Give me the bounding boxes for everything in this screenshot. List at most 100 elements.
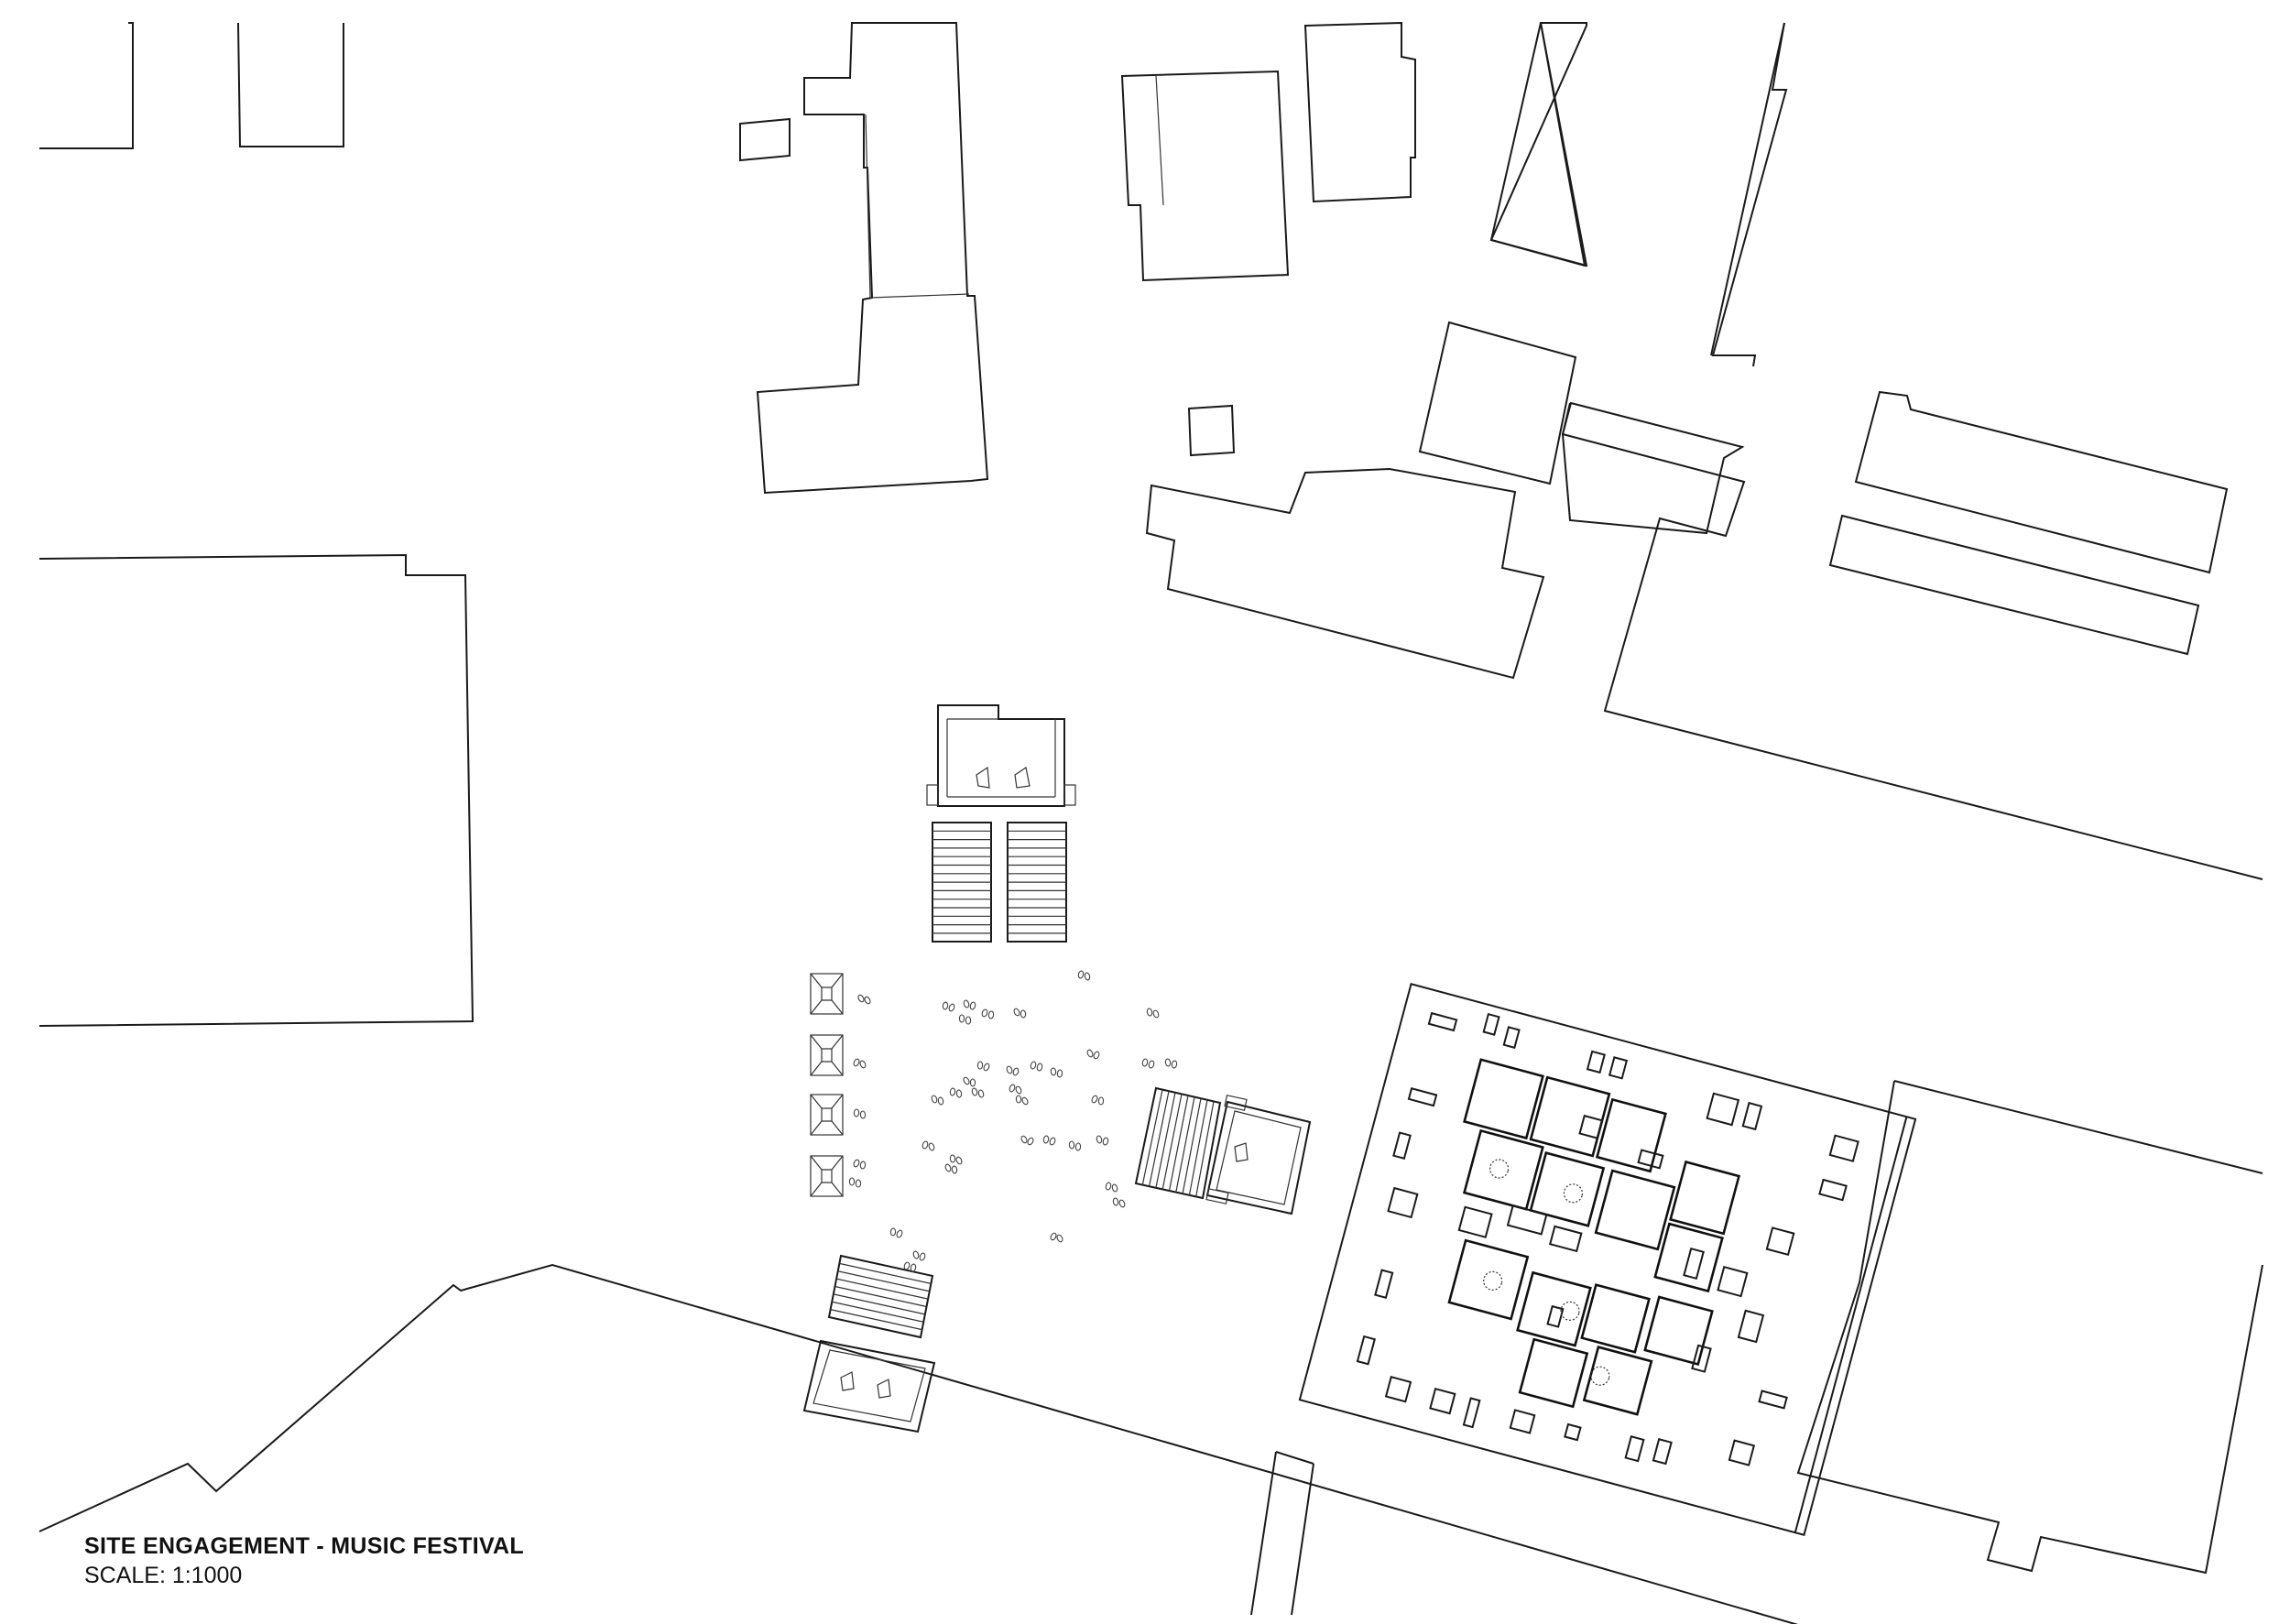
crowd-figure [853,1058,867,1069]
pavilion-kiosk [1683,1247,1705,1281]
tree-icon [1483,1270,1503,1291]
pavilion-kiosk [1717,1265,1749,1298]
tree-icon [1590,1366,1610,1386]
speaker-icon [1014,767,1030,789]
building-outline [1303,21,1416,203]
pavilion-kiosk [1384,1376,1412,1403]
road-edge [38,1263,1799,1624]
pavilion-modules [1356,1011,1859,1466]
bleacher-rows [830,1262,932,1331]
vendor-tent [810,1094,844,1136]
pavilion-module [1643,1295,1714,1367]
pavilion-module [1518,1337,1589,1409]
crowd-figure [971,1087,985,1098]
main-stage [926,704,1076,943]
pavilion-kiosk [1564,1422,1582,1442]
pavilion-kiosk [1506,1204,1548,1236]
south-stage [802,1254,936,1433]
crowd-figure [944,1163,958,1174]
speaker-icon [976,766,990,789]
crowd-figure [1009,1084,1022,1095]
pavilion-module [1594,1169,1676,1251]
pavilion-block [1298,983,1917,1536]
bleacher-row [834,1285,927,1308]
crowd-figure [1091,1095,1105,1106]
crowd-figure [958,1014,972,1025]
crowd-figure [857,994,871,1005]
pavilion-kiosk [1462,1397,1481,1429]
building-outline [1828,514,2200,656]
crowd-figure [1006,1065,1020,1076]
bleacher-row [830,1309,922,1331]
speaker-icon [877,1379,891,1399]
crowd-figure [1050,1232,1063,1243]
building-outline [1561,402,2263,880]
pavilion-module [1669,1160,1741,1236]
crowd-figure [1013,1008,1027,1019]
crowd-figure [912,1250,926,1261]
crowd-figure [1112,1197,1126,1208]
pavilion-module [1653,1222,1724,1293]
pavilion-kiosk [1548,1225,1583,1253]
site-boundary-lines [38,1080,2263,1624]
crowd-figure [1050,1067,1063,1078]
pavilion-kiosk [1578,1114,1604,1139]
pavilion-kiosk [1728,1439,1756,1466]
drawing-scale: SCALE: 1:1000 [84,1563,243,1588]
pavilion-module [1582,1346,1653,1416]
building-outline [1120,70,1290,282]
building-outline [1418,321,1577,485]
pavilion-kiosk [1741,1101,1763,1131]
road-edge [1291,1463,1314,1616]
building-outline [1854,390,2229,574]
crowd-figure [889,1227,903,1238]
tree-icon [1488,1159,1510,1179]
building-partition [869,293,970,299]
crowd-figure [1068,1140,1082,1151]
pavilion-module [1529,1075,1611,1158]
bleacher-row [1182,1098,1202,1194]
vendor-tent [810,1155,844,1197]
bleacher-seating [1134,1086,1222,1200]
pavilion-kiosk [1652,1437,1673,1466]
crowd-figure [1086,1049,1100,1060]
pavilion-kiosk [1608,1056,1629,1080]
crowd-figure [976,1061,990,1072]
bleacher-row [1188,1099,1208,1195]
pavilion-module [1516,1270,1592,1347]
bleacher-row [1175,1096,1195,1193]
bleacher-row [1168,1095,1189,1192]
crowd-figure [1020,1135,1034,1146]
crowd-figure [1164,1058,1178,1069]
vendor-tent [810,973,844,1015]
crowd-figure [931,1095,944,1106]
building-outline [1710,22,1785,356]
east-stage [1134,1086,1312,1215]
pavilion-kiosk [1356,1335,1377,1366]
pavilion-kiosk [1546,1304,1565,1328]
pavilion-module [1463,1058,1544,1140]
crowd-figure [921,1140,935,1151]
bleacher-row [1155,1092,1176,1188]
pavilion-kiosk [1691,1344,1712,1373]
pavilion-kiosk [1387,1186,1419,1219]
main-stage-platform [937,704,1065,807]
bleacher-row [1161,1094,1183,1190]
pavilion-kiosk [1828,1134,1859,1162]
crowd-figure [981,1008,995,1019]
existing-buildings [38,21,2263,1027]
bleacher-row [837,1270,930,1292]
bleacher-row [832,1301,924,1323]
pavilion-kiosk [1586,1050,1606,1074]
crowd-figure [1105,1182,1118,1193]
south-stage-platform [802,1339,936,1433]
crowd-figure [1141,1058,1155,1069]
pavilion-module [1462,1128,1544,1211]
tree-icon [1560,1301,1580,1321]
bleacher-row [833,1293,926,1315]
pavilion-kiosk [1765,1226,1795,1257]
crowd-figure [1030,1061,1043,1072]
crowd-figure [903,1261,917,1272]
pavilion-kiosk [1637,1149,1664,1170]
